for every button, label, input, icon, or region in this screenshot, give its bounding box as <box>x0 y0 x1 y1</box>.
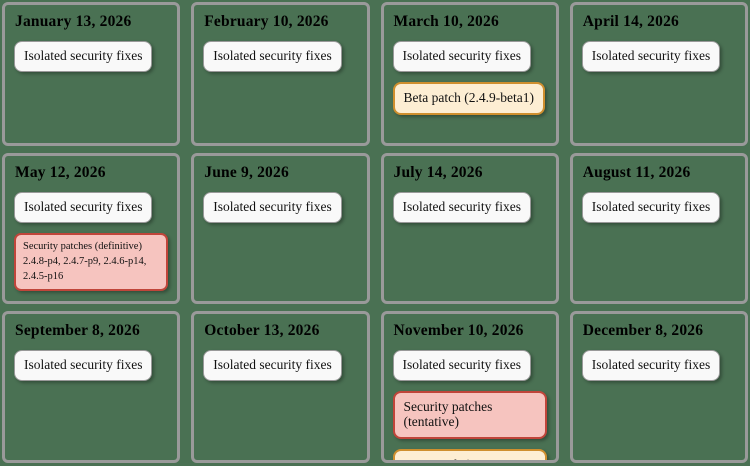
release-badge: Security patches (tentative) <box>392 390 547 439</box>
month-title: January 13, 2026 <box>15 13 132 30</box>
month-title: June 9, 2026 <box>204 164 289 181</box>
badge-label: Isolated security fixes <box>591 48 711 63</box>
badge-label: Isolated security fixes <box>591 199 711 214</box>
release-badge: Beta patch (2.4.10-beta1) <box>392 448 547 460</box>
release-badge: Isolated security fixes <box>203 41 342 72</box>
badge-label: Isolated security fixes <box>213 48 332 63</box>
month-card: November 10, 2026 Isolated security fixe… <box>380 311 559 463</box>
month-title: May 12, 2026 <box>15 164 106 181</box>
release-badge: Security patches (definitive) 2.4.8-p4, … <box>14 232 169 291</box>
badge-list: Isolated security fixes <box>581 192 736 223</box>
release-badge: Adobe Commerce 2.4.9 <box>14 300 165 301</box>
release-badge: Isolated security fixes <box>392 350 531 381</box>
month-title: August 11, 2026 <box>582 164 691 181</box>
release-badge: Beta patch (2.4.9-beta1) <box>392 81 545 115</box>
badge-list: Isolated security fixes Security patches… <box>392 350 547 460</box>
month-card: January 13, 2026 Isolated security fixes <box>2 2 181 146</box>
release-badge: Isolated security fixes <box>14 192 153 223</box>
badge-label: Isolated security fixes <box>213 357 332 372</box>
badge-list: Isolated security fixes <box>14 350 168 381</box>
month-title: March 10, 2026 <box>393 13 499 30</box>
month-title: September 8, 2026 <box>15 322 140 339</box>
release-badge: Isolated security fixes <box>14 41 153 72</box>
release-badge: Isolated security fixes <box>392 192 531 223</box>
badge-label: Beta patch (2.4.10-beta1) <box>404 457 536 460</box>
release-badge: Isolated security fixes <box>203 350 342 381</box>
badge-label-line2: 2.4.8-p4, 2.4.7-p9, 2.4.6-p14, 2.4.5-p16 <box>23 256 147 283</box>
badge-label: Isolated security fixes <box>24 199 143 214</box>
badge-label: Security patches (tentative) <box>403 398 493 429</box>
month-title: February 10, 2026 <box>204 13 329 30</box>
month-card: June 9, 2026 Isolated security fixes <box>191 153 370 304</box>
month-card: May 12, 2026 Isolated security fixes Sec… <box>2 153 181 304</box>
badge-label: Isolated security fixes <box>402 199 521 214</box>
month-card: February 10, 2026 Isolated security fixe… <box>191 2 370 146</box>
badge-list: Isolated security fixes <box>203 192 357 223</box>
release-badge: Isolated security fixes <box>581 41 721 72</box>
badge-label: Beta patch (2.4.9-beta1) <box>403 89 534 105</box>
badge-list: Isolated security fixes Security patches… <box>14 192 169 301</box>
release-badge: Isolated security fixes <box>581 192 721 223</box>
badge-list: Isolated security fixes <box>581 350 736 381</box>
badge-list: Isolated security fixes Beta patch (2.4.… <box>392 41 547 115</box>
badge-list: Isolated security fixes <box>203 350 357 381</box>
month-title: April 14, 2026 <box>582 13 679 30</box>
month-title: December 8, 2026 <box>582 322 704 339</box>
badge-label: Isolated security fixes <box>591 357 711 372</box>
badge-list: Isolated security fixes <box>392 192 547 223</box>
month-card: October 13, 2026 Isolated security fixes <box>191 311 370 463</box>
month-card: April 14, 2026 Isolated security fixes <box>569 2 748 146</box>
badge-label: Isolated security fixes <box>402 48 521 63</box>
month-title: October 13, 2026 <box>204 322 320 339</box>
month-card: September 8, 2026 Isolated security fixe… <box>2 311 181 463</box>
month-title: November 10, 2026 <box>393 322 524 339</box>
month-card: March 10, 2026 Isolated security fixes B… <box>380 2 559 146</box>
release-badge: Isolated security fixes <box>581 350 721 381</box>
badge-list: Isolated security fixes <box>14 41 168 72</box>
badge-list: Isolated security fixes <box>203 41 357 72</box>
release-badge: Isolated security fixes <box>203 192 342 223</box>
month-card: July 14, 2026 Isolated security fixes <box>380 153 559 304</box>
badge-label: Security patches (definitive) <box>23 240 142 252</box>
month-title: July 14, 2026 <box>393 164 483 181</box>
badge-label: Isolated security fixes <box>402 357 521 372</box>
release-badge: Isolated security fixes <box>14 350 153 381</box>
badge-label: Isolated security fixes <box>24 357 143 372</box>
badge-label: Isolated security fixes <box>24 48 143 63</box>
release-badge: Isolated security fixes <box>392 41 531 72</box>
badge-list: Isolated security fixes <box>581 41 736 72</box>
badge-label: Isolated security fixes <box>213 199 332 214</box>
month-card: August 11, 2026 Isolated security fixes <box>569 153 748 304</box>
month-card: December 8, 2026 Isolated security fixes <box>569 311 748 463</box>
